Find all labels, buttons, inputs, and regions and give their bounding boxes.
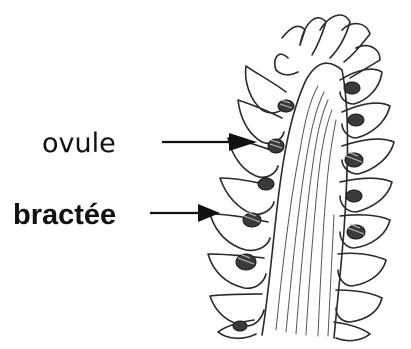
axis-striations (276, 86, 336, 336)
ovule-mark (258, 178, 274, 190)
ovule-mark (243, 213, 261, 227)
cone-drawing (208, 15, 394, 341)
ovule-mark (348, 114, 364, 126)
ovule-mark (233, 321, 247, 331)
left-bracts (208, 66, 288, 338)
cone-axis (262, 63, 348, 338)
ovule-mark (346, 190, 362, 202)
label-ovule: ovule (42, 128, 116, 159)
arrow-bractee-head (198, 204, 220, 222)
ovule-mark (344, 82, 360, 94)
label-bractee-group: bractée (13, 199, 220, 231)
ovule-mark (345, 153, 363, 167)
label-bractee: bractée (13, 199, 116, 231)
right-bracts (334, 69, 394, 340)
cone-apex (275, 15, 380, 78)
ovule-mark (347, 225, 365, 239)
label-ovule-group: ovule (42, 128, 257, 159)
